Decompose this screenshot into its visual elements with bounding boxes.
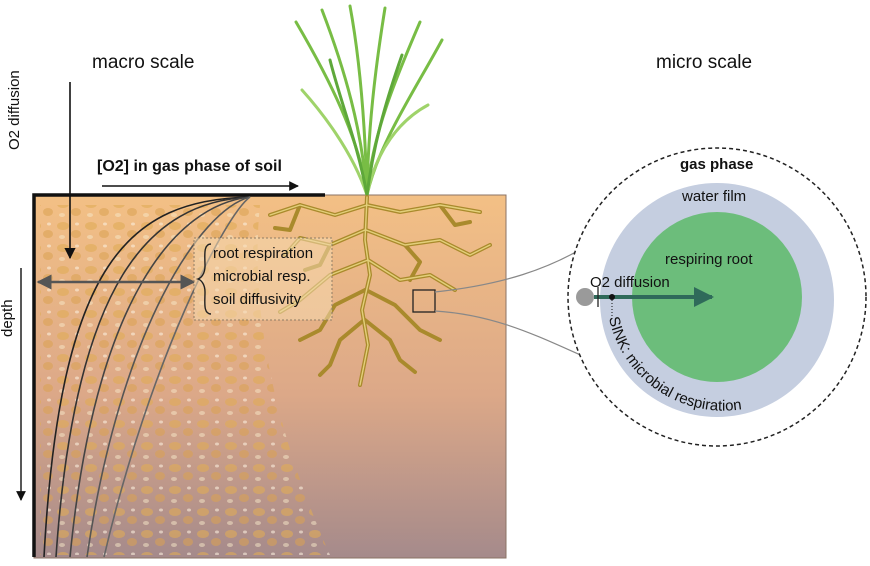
gas-phase-label: gas phase <box>680 156 754 173</box>
soil-surface-frame <box>32 193 325 557</box>
gradient-label: [O2] in gas phase of soil <box>97 158 282 175</box>
micro-o2-diffusion-label: O2 diffusion <box>590 274 670 291</box>
factor-microbial-resp: microbial resp. <box>213 268 311 285</box>
o2-source-dot <box>576 288 594 306</box>
o2-diffusion-label: O2 diffusion <box>6 70 23 150</box>
plant-shoot <box>294 4 444 197</box>
factors-box <box>193 237 333 321</box>
micro-scale-title: micro scale <box>656 52 753 73</box>
factor-soil-diffusivity: soil diffusivity <box>213 291 302 308</box>
factors-brace <box>195 243 212 315</box>
macro-scale-title: macro scale <box>92 52 195 73</box>
factor-root-respiration: root respiration <box>213 245 314 262</box>
depth-label: depth <box>0 299 16 337</box>
respiring-root-label: respiring root <box>665 251 753 268</box>
zoom-connector-lower <box>434 310 593 361</box>
zoom-box <box>412 289 436 313</box>
sink-point <box>609 294 615 300</box>
respiring-root-circle <box>632 212 802 382</box>
water-film-label: water film <box>682 188 747 205</box>
